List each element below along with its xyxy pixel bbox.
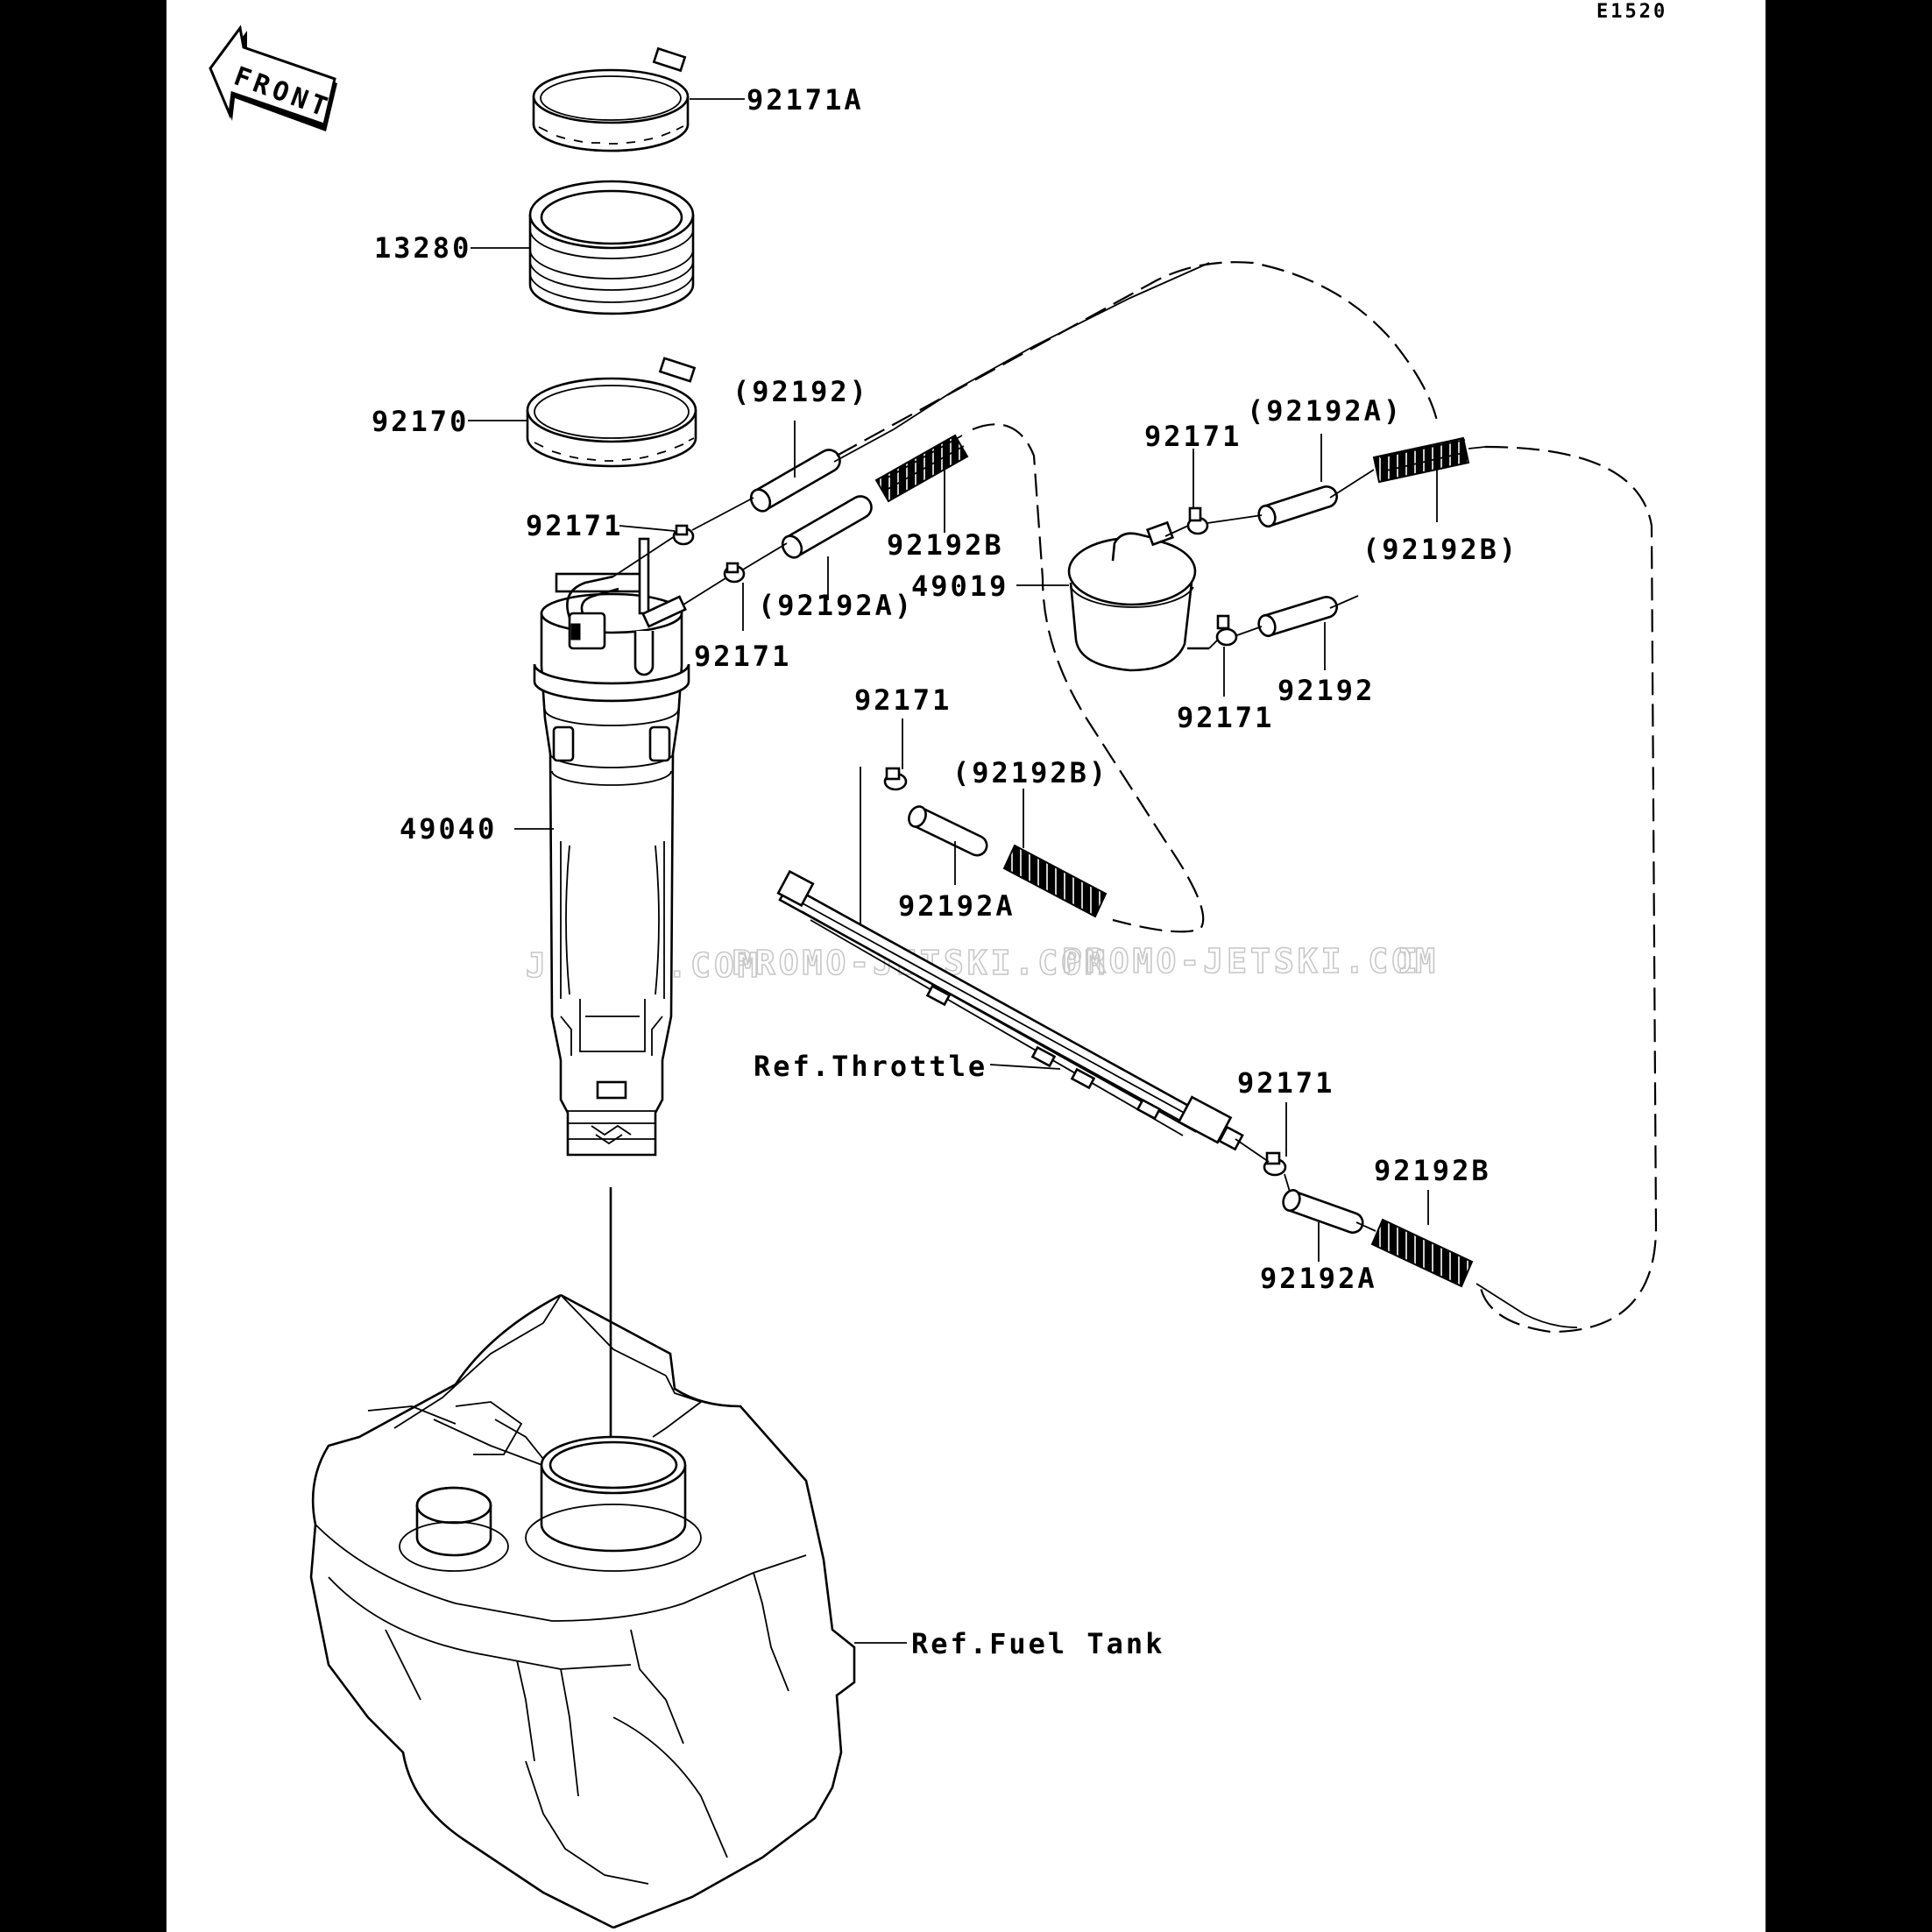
clip-92171-lower — [1263, 1151, 1287, 1177]
label-clip-92171-filter-bottom[interactable]: 92171 — [1177, 701, 1274, 734]
hose-92192a-throttle — [908, 805, 988, 857]
spring-hose-92192b-throttle — [1002, 844, 1108, 918]
diagram-code: E1520 — [1596, 1, 1667, 23]
fuel-filter-49019 — [1067, 520, 1209, 672]
clip-92171-a — [672, 524, 695, 546]
label-92171a[interactable]: 92171A — [747, 83, 864, 117]
label-spring-92192b-filter[interactable]: (92192B) — [1362, 533, 1518, 566]
clip-92171-filter-bottom — [1215, 614, 1238, 647]
label-spring-92192b-throttle[interactable]: (92192B) — [952, 756, 1108, 789]
lower-hose-leader — [1235, 1138, 1578, 1328]
spring-hose-92192b-filter — [1372, 436, 1470, 484]
clip-92171-filter-top — [1186, 506, 1209, 535]
hose-92192-upper — [749, 449, 841, 513]
spring-hose-92192b-upper — [874, 434, 969, 503]
label-hose-92192a-middle[interactable]: (92192A) — [758, 589, 914, 622]
filter-top-leader — [1164, 446, 1486, 537]
part-labels: 92171A 13280 92170 49040 (92192) 92171 9… — [372, 83, 1518, 1660]
callout-leaders — [468, 98, 1438, 1644]
label-92170[interactable]: 92170 — [372, 405, 469, 438]
label-ref-fuel-tank[interactable]: Ref.Fuel Tank — [911, 1627, 1164, 1660]
label-spring-92192b-upper[interactable]: 92192B — [887, 528, 1004, 562]
label-hose-92192a-lower[interactable]: 92192A — [1260, 1262, 1377, 1295]
label-ref-throttle[interactable]: Ref.Throttle — [754, 1050, 987, 1083]
fuel-tank-reference — [309, 1293, 856, 1929]
grommet-13280 — [528, 180, 695, 315]
hose-92192a-lower — [1282, 1189, 1364, 1234]
label-spring-92192b-lower[interactable]: 92192B — [1374, 1154, 1491, 1187]
fuel-pump-assembly-49040 — [533, 537, 690, 1157]
label-49040[interactable]: 49040 — [400, 812, 497, 846]
label-clip-92171-lower[interactable]: 92171 — [1237, 1066, 1334, 1100]
band-clamp-92171a — [532, 46, 690, 152]
label-clip-92171-throttle[interactable]: 92171 — [854, 683, 952, 717]
dashed-route-upper — [836, 261, 1439, 456]
clip-92171-throttle — [883, 767, 908, 791]
label-clip-92171-a[interactable]: 92171 — [526, 509, 623, 542]
label-49019[interactable]: 49019 — [911, 570, 1008, 603]
upper-hose-leader — [612, 497, 754, 577]
spring-hose-92192b-lower — [1370, 1218, 1474, 1288]
filter-bottom-leader — [1208, 595, 1359, 649]
hose-92192a-middle — [781, 495, 873, 559]
watermark-text-3: PROMO-JETSKI.COM — [1062, 942, 1439, 980]
dashed-route-right — [1479, 445, 1658, 1334]
band-clamp-92170 — [526, 357, 697, 468]
dashed-route-middle — [972, 423, 1205, 933]
front-arrow-icon: FRONT — [209, 25, 337, 131]
label-hose-92192a-filter[interactable]: (92192A) — [1247, 394, 1403, 428]
throttle-body-reference — [776, 869, 1244, 1151]
label-hose-92192-upper[interactable]: (92192) — [732, 375, 869, 408]
label-clip-92171-filter-top[interactable]: 92171 — [1144, 420, 1242, 453]
hose-92192a-filter-top — [1257, 485, 1338, 528]
label-hose-92192-filter-bottom[interactable]: 92192 — [1277, 674, 1375, 707]
label-hose-92192a-throttle[interactable]: 92192A — [898, 889, 1016, 923]
label-13280[interactable]: 13280 — [374, 231, 471, 265]
middle-hose-leader — [683, 542, 788, 605]
clip-92171-b — [723, 562, 746, 584]
upper-hose-return-line — [833, 262, 1210, 463]
label-clip-92171-b[interactable]: 92171 — [694, 640, 791, 673]
diagram-sheet — [166, 0, 1766, 1932]
watermark-text-4: I — [1398, 942, 1421, 980]
